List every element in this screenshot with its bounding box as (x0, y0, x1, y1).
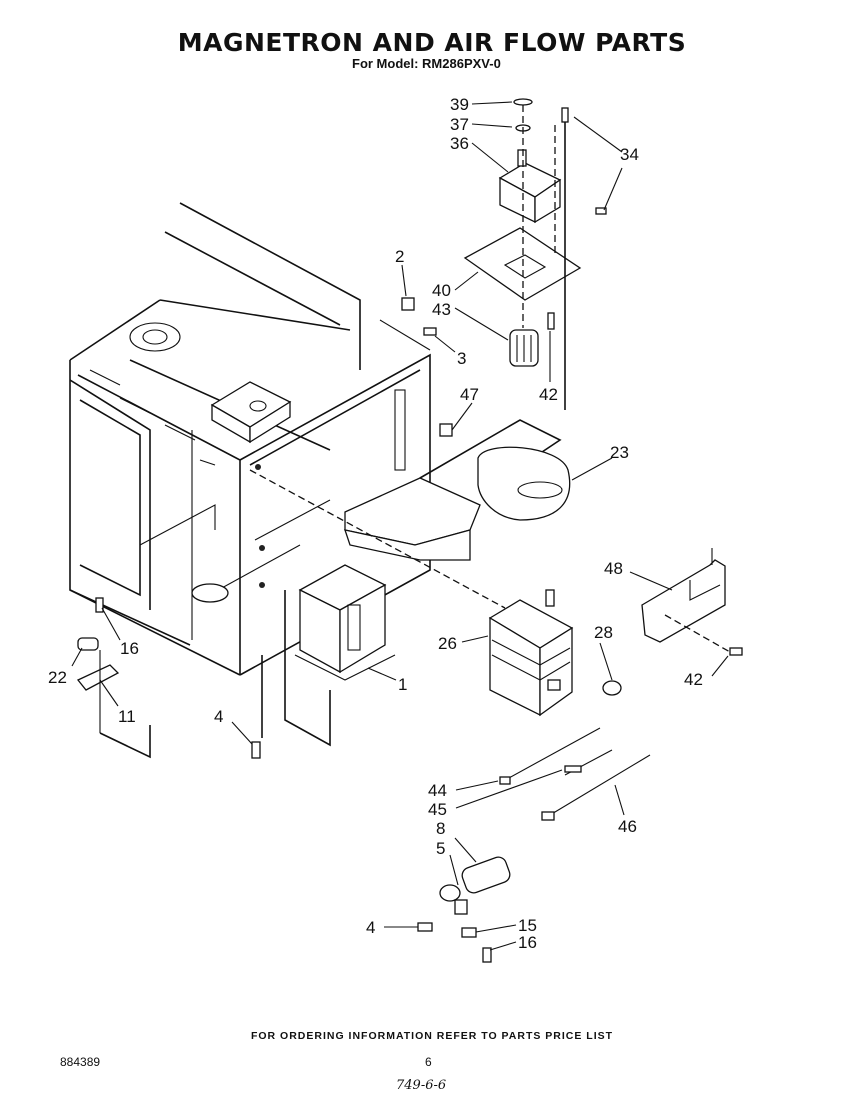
ordering-note: FOR ORDERING INFORMATION REFER TO PARTS … (250, 1030, 614, 1042)
callout-39: 39 (450, 95, 469, 114)
small-parts (76, 297, 651, 963)
callout-43: 43 (432, 300, 451, 319)
callout-48: 48 (604, 559, 623, 578)
callout-23: 23 (610, 443, 629, 462)
callout-44: 44 (428, 781, 447, 800)
page-number: 6 (425, 1055, 432, 1069)
callout-2: 2 (395, 247, 404, 266)
callout-22: 22 (48, 668, 67, 687)
callout-1: 1 (398, 675, 407, 694)
callout-36: 36 (450, 134, 469, 153)
callout-42-top: 42 (539, 385, 558, 404)
callout-16-bottom: 16 (518, 933, 537, 952)
model-subtitle: For Model: RM286PXV-0 (352, 56, 501, 71)
callout-8: 8 (436, 819, 445, 838)
callout-45: 45 (428, 800, 447, 819)
callout-42-right: 42 (684, 670, 703, 689)
callout-28: 28 (594, 623, 613, 642)
callout-4-left: 4 (214, 707, 223, 726)
fan-motor-assembly (463, 98, 607, 410)
bracket-part (641, 548, 743, 656)
page-title: MAGNETRON AND AIR FLOW PARTS (177, 28, 687, 57)
handwritten-note: 749-6-6 (396, 1078, 447, 1093)
callout-40: 40 (432, 281, 451, 300)
callout-5: 5 (436, 839, 445, 858)
cabinet-outline (69, 202, 431, 676)
callout-47: 47 (460, 385, 479, 404)
callout-26: 26 (438, 634, 457, 653)
air-guide-duct (249, 419, 571, 609)
callout-4-bottom: 4 (366, 918, 375, 937)
callout-leaders (71, 101, 729, 951)
callout-16-left: 16 (120, 639, 139, 658)
transformer-part (261, 564, 396, 747)
callout-15: 15 (518, 916, 537, 935)
callout-11: 11 (118, 707, 136, 726)
document-number: 884389 (60, 1055, 101, 1069)
magnetron-part (488, 589, 574, 717)
callout-37: 37 (450, 115, 469, 134)
callout-34: 34 (620, 145, 639, 164)
callout-3: 3 (457, 349, 466, 368)
callout-46: 46 (618, 817, 637, 836)
